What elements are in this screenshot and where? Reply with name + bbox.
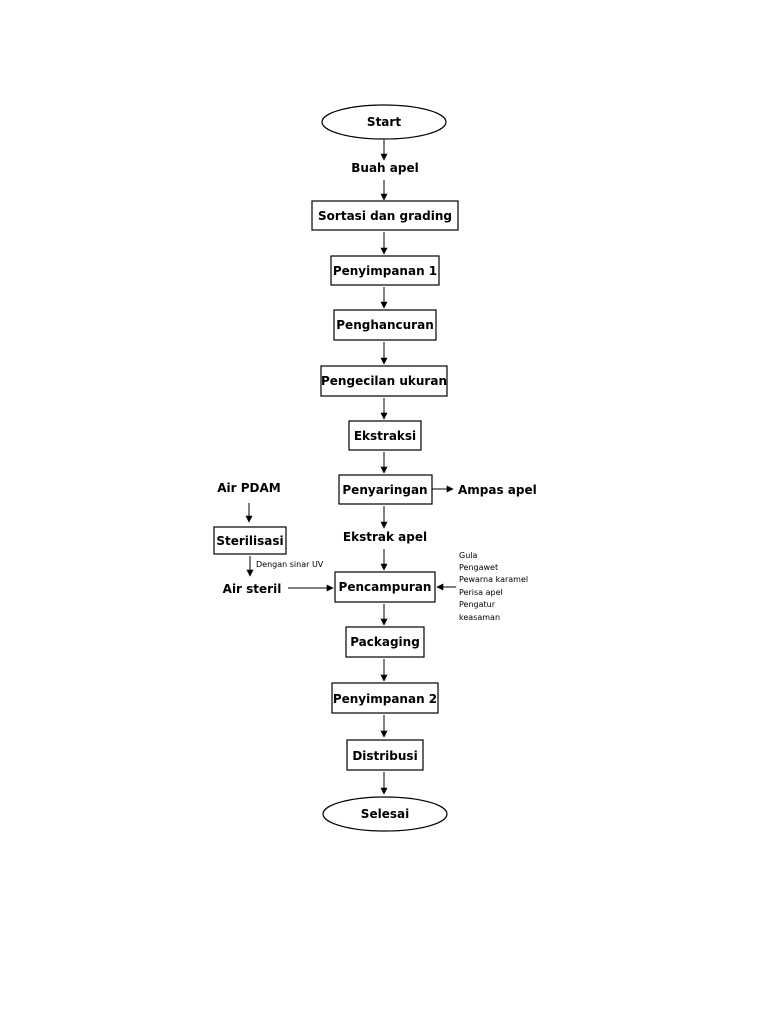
ekstraksi-box xyxy=(348,420,422,451)
air-pdam-label: Air PDAM xyxy=(217,481,280,495)
penghancuran-label: Penghancuran xyxy=(336,318,433,332)
additive-item: Pengatur xyxy=(459,600,496,609)
pencampuran-label: Pencampuran xyxy=(339,580,432,594)
start-label: Start xyxy=(367,115,401,129)
penyaringan-label: Penyaringan xyxy=(342,483,427,497)
start-node xyxy=(321,104,447,140)
penyaringan-box xyxy=(338,474,433,505)
penyimpanan2-label: Penyimpanan 2 xyxy=(333,692,437,706)
additives-list: Gula Pengawet Pewarna karamel Perisa ape… xyxy=(459,551,528,622)
sterilisasi-label: Sterilisasi xyxy=(216,534,283,548)
penyimpanan2-box xyxy=(331,682,439,714)
penghancuran-box xyxy=(333,309,437,341)
air-steril-label: Air steril xyxy=(223,582,282,596)
sterilisasi-box xyxy=(213,526,287,555)
pencampuran-box xyxy=(334,571,436,603)
penyimpanan1-box xyxy=(330,255,440,286)
packaging-box xyxy=(345,626,425,658)
additive-item: Gula xyxy=(459,551,477,560)
pengecilan-box xyxy=(320,365,448,397)
sortasi-label: Sortasi dan grading xyxy=(318,209,452,223)
additive-item: keasaman xyxy=(459,613,500,622)
distribusi-box xyxy=(346,739,424,771)
pengecilan-label: Pengecilan ukuran xyxy=(321,374,447,388)
additive-item: Pewarna karamel xyxy=(459,575,528,584)
buah-apel-label: Buah apel xyxy=(351,161,418,175)
sortasi-box xyxy=(311,200,459,231)
end-node xyxy=(322,796,448,832)
ekstrak-apel-label: Ekstrak apel xyxy=(343,530,427,544)
selesai-label: Selesai xyxy=(361,807,409,821)
packaging-label: Packaging xyxy=(350,635,420,649)
ekstraksi-label: Ekstraksi xyxy=(354,429,416,443)
dengan-sinar-uv-label: Dengan sinar UV xyxy=(256,560,324,569)
penyimpanan1-label: Penyimpanan 1 xyxy=(333,264,437,278)
ampas-apel-label: Ampas apel xyxy=(458,483,537,497)
additive-item: Pengawet xyxy=(459,563,498,572)
additive-item: Perisa apel xyxy=(459,588,503,597)
distribusi-label: Distribusi xyxy=(352,749,417,763)
